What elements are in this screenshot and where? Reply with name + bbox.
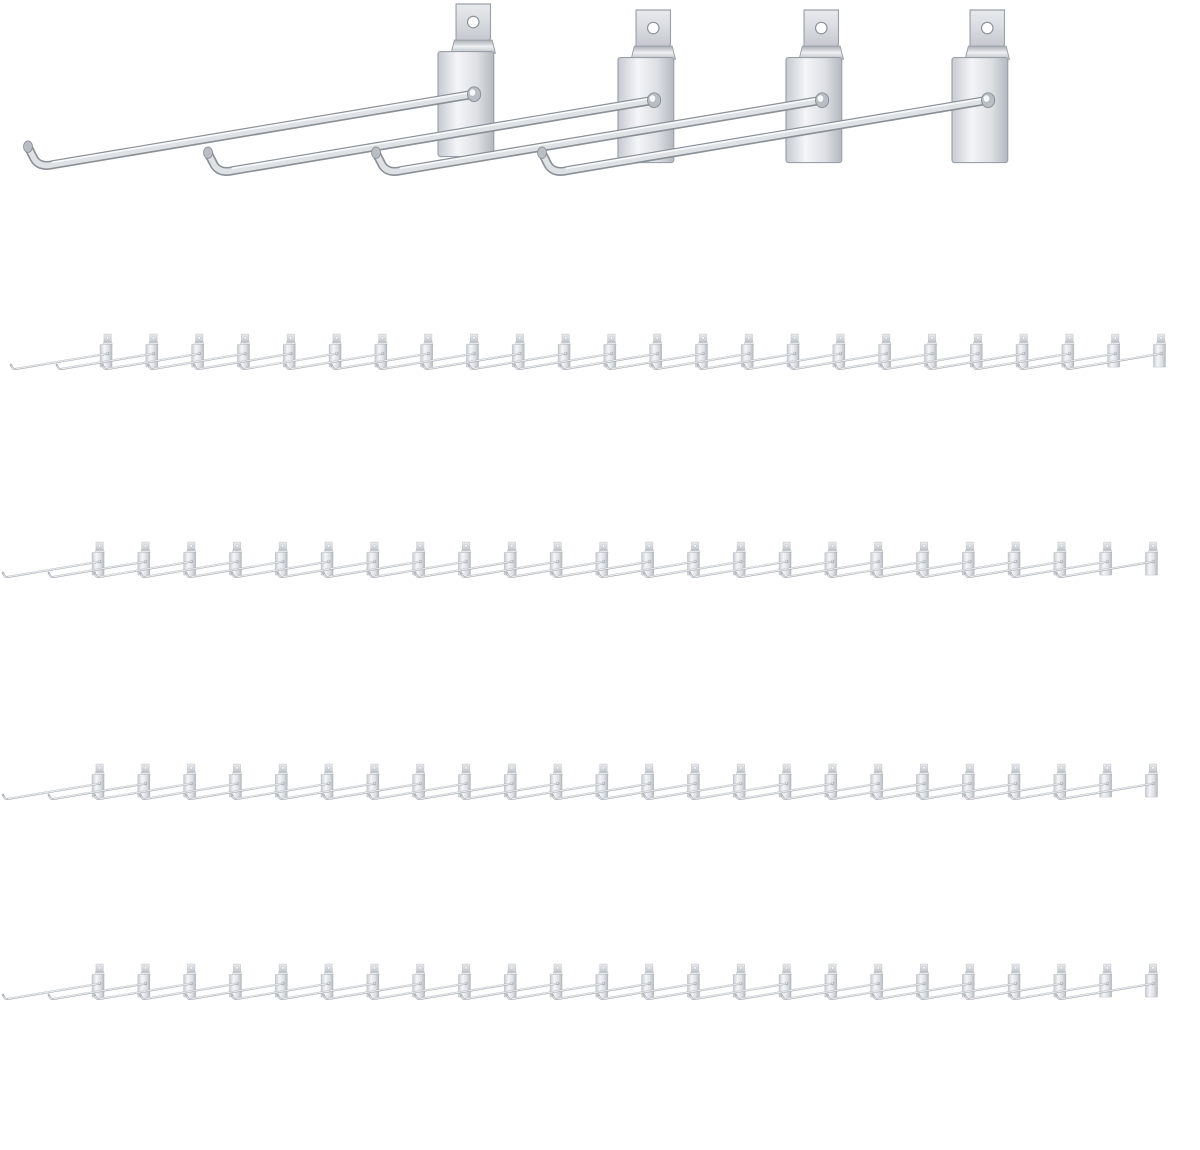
slatwall-hook	[139, 763, 242, 801]
slatwall-hook	[371, 9, 845, 176]
large-hooks-group	[23, 3, 1011, 176]
slatwall-hook	[414, 541, 517, 579]
slatwall-hook	[284, 333, 388, 371]
slatwall-hook	[597, 763, 700, 801]
slatwall-hook	[537, 9, 1011, 176]
slatwall-hook	[238, 333, 342, 371]
slatwall-hook	[93, 763, 197, 801]
slatwall-hook	[203, 9, 677, 176]
slatwall-hook	[276, 763, 380, 801]
slatwall-hook	[551, 541, 655, 579]
slatwall-hook	[147, 333, 250, 371]
slatwall-hook	[1009, 763, 1113, 801]
slatwall-hook	[368, 541, 471, 579]
slatwall-hook	[459, 541, 563, 579]
slatwall-hook	[1055, 763, 1158, 801]
slatwall-hook	[1063, 333, 1166, 371]
small-hooks-grid	[1, 333, 1166, 1001]
slatwall-hook	[1055, 963, 1158, 1001]
slatwall-hook	[1055, 541, 1158, 579]
slatwall-hook	[376, 333, 479, 371]
slatwall-hook	[1009, 963, 1113, 1001]
slatwall-hook	[368, 763, 471, 801]
